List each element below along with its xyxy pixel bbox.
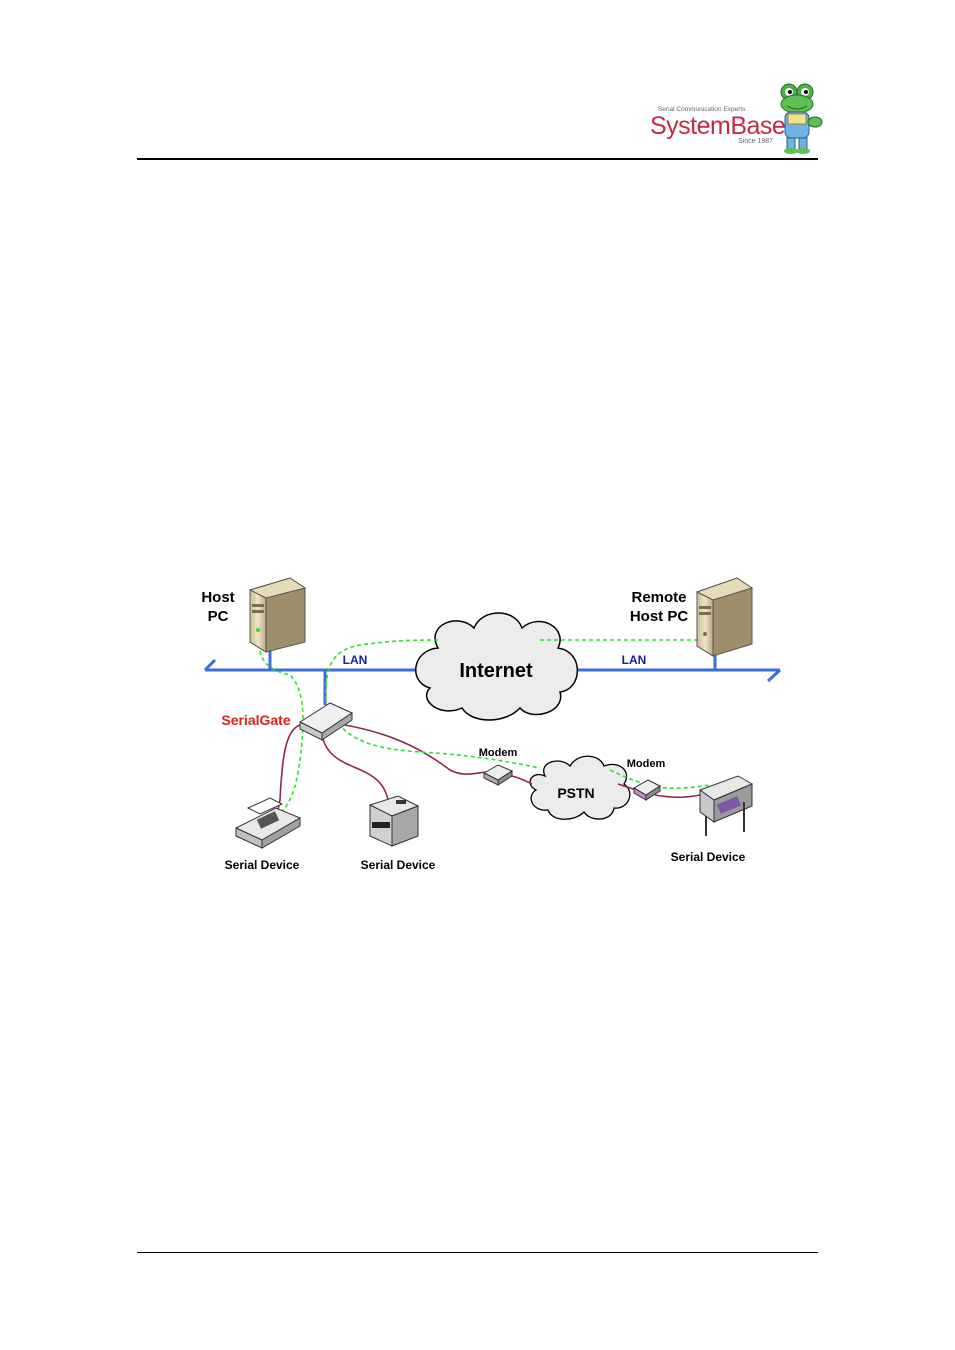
internet-label: Internet — [459, 660, 533, 682]
remote-host-pc-icon — [697, 578, 752, 656]
remote-host-label-line1: Remote — [631, 589, 686, 606]
fax-machine-icon — [236, 798, 300, 848]
host-pc-label-line2: PC — [208, 608, 229, 625]
lan-label-left: LAN — [343, 653, 368, 667]
lan-label-right: LAN — [622, 653, 647, 667]
plotter-device-label: Serial Device — [671, 850, 746, 864]
lan-bus-left — [205, 650, 420, 705]
remote-host-label-line2: Host PC — [630, 608, 689, 625]
fax-device-label: Serial Device — [225, 858, 300, 872]
pstn-label: PSTN — [557, 785, 594, 801]
printer-icon — [370, 796, 418, 846]
footer-rule — [137, 1252, 818, 1253]
modem-left-label: Modem — [479, 747, 518, 759]
serialgate-device-icon — [300, 703, 352, 740]
modem-left-icon — [484, 765, 512, 785]
host-pc-icon — [250, 578, 305, 652]
lan-bus-right — [572, 654, 780, 681]
serialgate-label: SerialGate — [221, 712, 290, 728]
modem-right-label: Modem — [627, 758, 666, 770]
printer-device-label: Serial Device — [361, 858, 436, 872]
host-pc-label-line1: Host — [201, 589, 234, 606]
modem-right-icon — [634, 780, 660, 800]
